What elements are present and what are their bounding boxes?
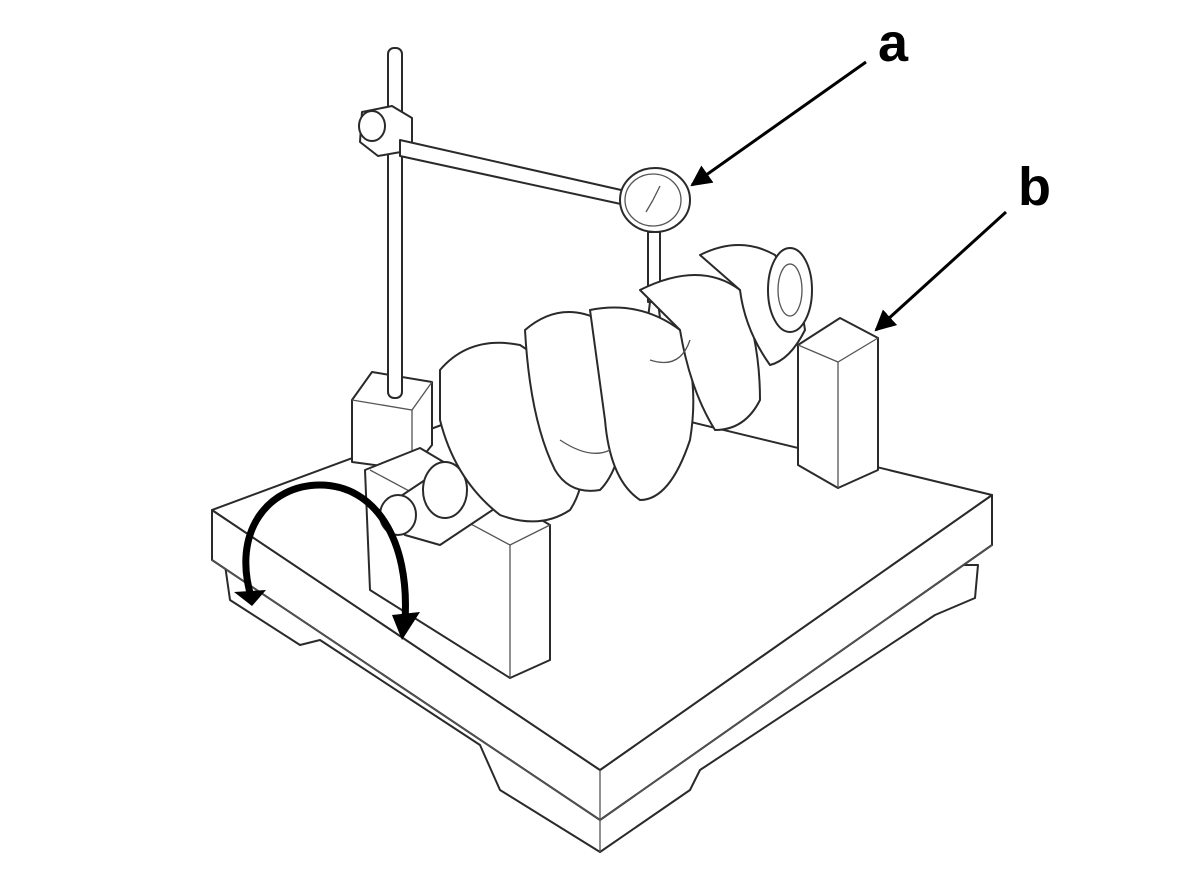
v-block-rear (797, 317, 879, 489)
rotation-arrow-icon (234, 481, 420, 640)
leader-arrow-b-icon (874, 210, 1008, 332)
dial-indicator (619, 167, 691, 319)
magnetic-base (351, 371, 433, 471)
stand-rod (387, 47, 403, 399)
leader-arrow-a-icon (690, 60, 867, 187)
crankshaft (379, 244, 813, 546)
callout-a-label: a (878, 13, 909, 73)
indicator-arm (399, 139, 631, 207)
callout-b-label: b (1018, 157, 1051, 217)
